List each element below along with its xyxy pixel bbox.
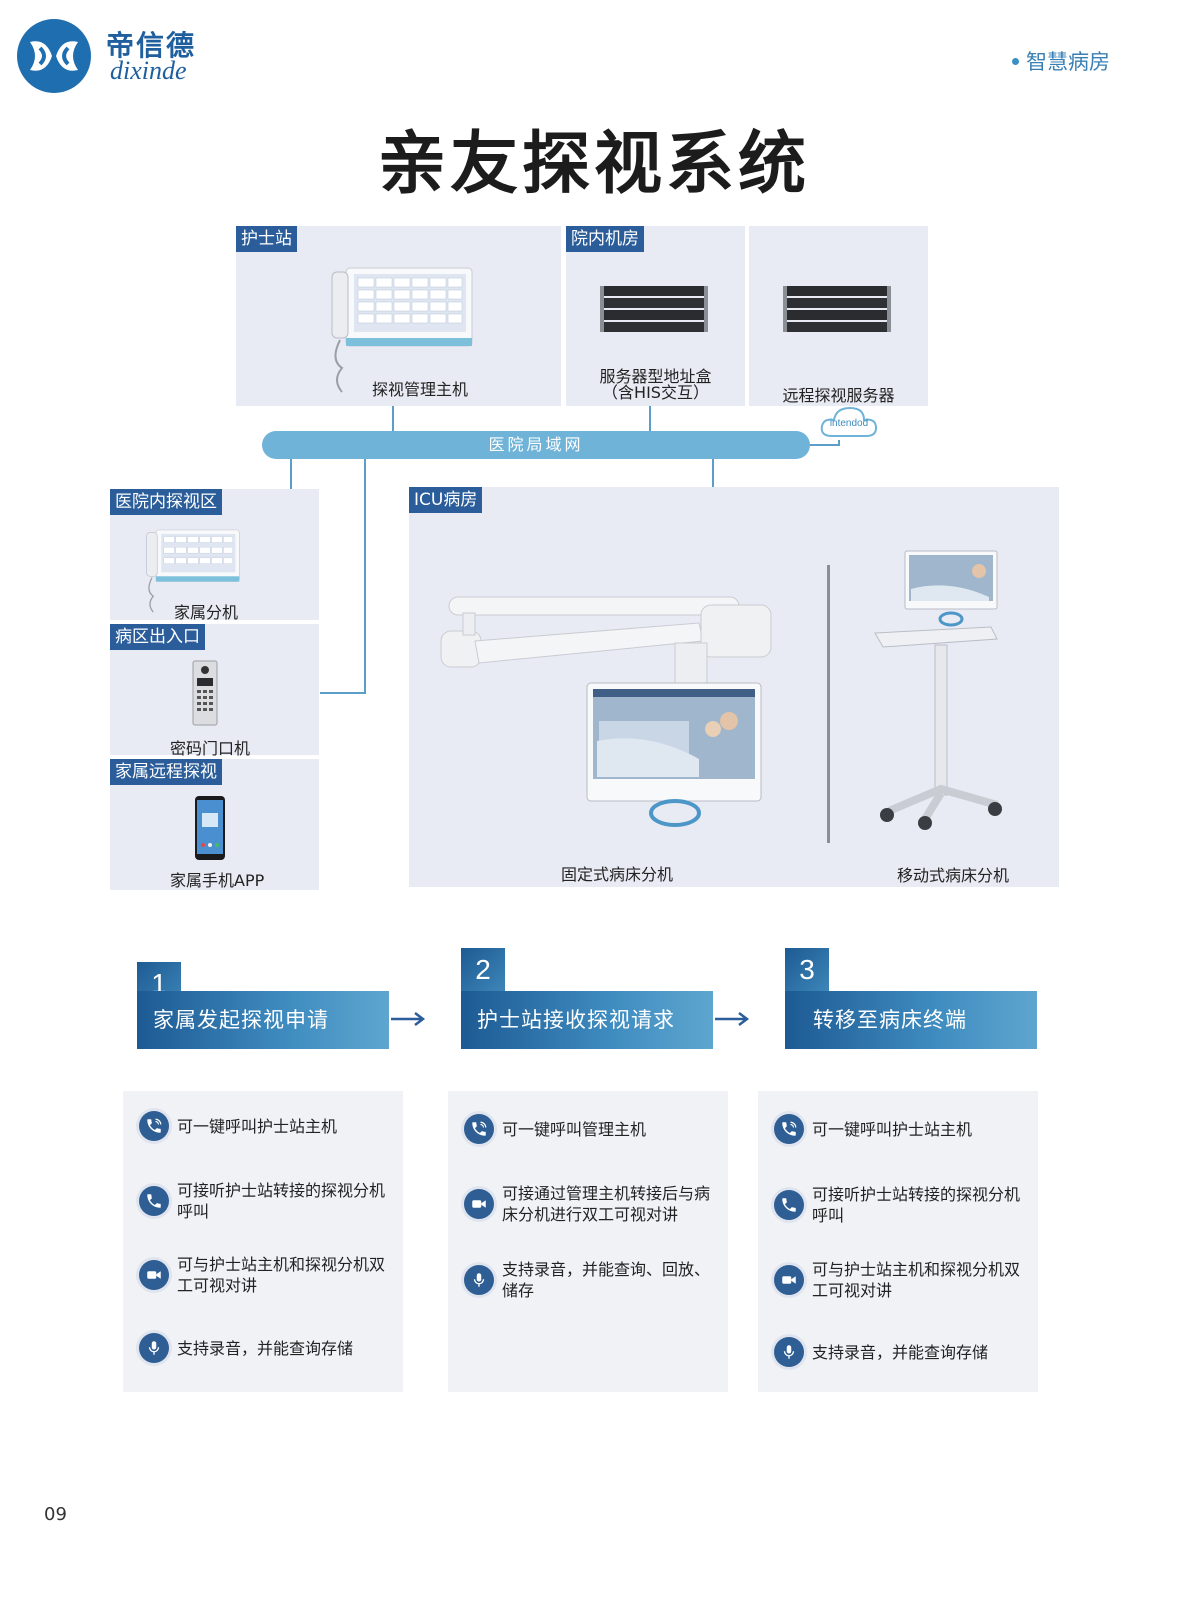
feature-item: 可一键呼叫护士站主机 <box>139 1111 393 1141</box>
step-3-feature-card: 可一键呼叫护士站主机 可接听护士站转接的探视分机呼叫 可与护士站主机和探视分机双… <box>758 1091 1038 1392</box>
server-room-panel: 院内机房 服务器型地址盒 （含HIS交互） <box>566 226 745 406</box>
logo-mark-icon <box>17 19 91 93</box>
microphone-icon <box>774 1337 804 1367</box>
visit-area-tag: 医院内探视区 <box>110 489 222 515</box>
category-label: 智慧病房 <box>1026 50 1110 74</box>
phone-call-icon <box>774 1114 804 1144</box>
door-unit-label: 密码门口机 <box>170 739 251 758</box>
feature-item: 支持录音，并能查询存储 <box>774 1337 1028 1367</box>
brand-logo <box>16 18 92 94</box>
microphone-icon <box>139 1333 169 1363</box>
mobile-bed-terminal-label: 移动式病床分机 <box>897 866 1010 885</box>
connector-nurse <box>392 406 394 432</box>
cloud-icon: intendod <box>818 402 880 442</box>
step-3-number: 3 <box>785 948 829 992</box>
connector-entrance-h <box>320 692 366 694</box>
address-box-label-2: （含HIS交互） <box>602 383 709 402</box>
server-room-tag: 院内机房 <box>566 226 644 252</box>
hospital-lan-label: 医院局域网 <box>488 435 584 454</box>
connector-entrance <box>364 459 366 694</box>
feature-text: 支持录音，并能查询存储 <box>177 1338 354 1358</box>
smartphone-icon <box>195 796 225 860</box>
remote-visit-tag: 家属远程探视 <box>110 759 222 785</box>
hospital-lan-bar: 医院局域网 <box>262 431 810 459</box>
video-icon <box>774 1265 804 1295</box>
cloud-label: intendod <box>829 418 869 429</box>
feature-text: 支持录音，并能查询、回放、储存 <box>502 1260 711 1300</box>
connector-cloud <box>838 440 840 446</box>
management-host-icon <box>331 267 473 393</box>
nurse-station-tag: 护士站 <box>236 226 297 252</box>
step-1-title: 家属发起探视申请 <box>137 991 389 1049</box>
video-icon <box>139 1260 169 1290</box>
phone-icon <box>774 1190 804 1220</box>
server-rack-icon <box>600 286 708 332</box>
phone-call-icon <box>464 1114 494 1144</box>
phone-icon <box>139 1186 169 1216</box>
icu-panel: ICU病房 固定式病床分机 移动式病床分机 <box>409 487 1059 887</box>
arrow-right-icon <box>391 1012 426 1026</box>
mobile-bed-terminal-icon <box>874 550 1002 830</box>
category-dot <box>1012 58 1019 65</box>
remote-visit-panel: 家属远程探视 家属手机APP <box>110 759 319 890</box>
visit-area-panel: 医院内探视区 家属分机 <box>110 489 319 622</box>
feature-item: 可接听护士站转接的探视分机呼叫 <box>774 1184 1028 1226</box>
remote-server-panel: 远程探视服务器 <box>749 226 928 406</box>
feature-item: 可与护士站主机和探视分机双工可视对讲 <box>774 1259 1028 1301</box>
feature-text: 可一键呼叫管理主机 <box>502 1119 647 1139</box>
page-title: 亲友探视系统 <box>377 125 810 204</box>
connector-icu <box>712 459 714 489</box>
microphone-icon <box>464 1265 494 1295</box>
brand-name-cn: 帝信德 <box>106 29 197 62</box>
feature-item: 可与护士站主机和探视分机双工可视对讲 <box>139 1254 393 1296</box>
feature-text: 可与护士站主机和探视分机双工可视对讲 <box>812 1260 1021 1300</box>
feature-text: 可一键呼叫护士站主机 <box>177 1116 338 1136</box>
door-unit-icon <box>192 660 218 726</box>
feature-item: 可一键呼叫管理主机 <box>464 1114 718 1144</box>
remote-server-label: 远程探视服务器 <box>782 386 895 405</box>
feature-item: 支持录音，并能查询、回放、储存 <box>464 1259 718 1301</box>
feature-text: 支持录音，并能查询存储 <box>812 1342 989 1362</box>
server-rack-icon <box>783 286 891 332</box>
nurse-station-panel: 护士站 探视管理主机 <box>236 226 561 406</box>
feature-text: 可与护士站主机和探视分机双工可视对讲 <box>177 1255 386 1295</box>
feature-item: 可一键呼叫护士站主机 <box>774 1114 1028 1144</box>
icu-tag: ICU病房 <box>409 487 483 513</box>
icu-divider <box>827 565 830 843</box>
video-icon <box>464 1189 494 1219</box>
step-2-number: 2 <box>461 948 505 992</box>
ward-entrance-panel: 病区出入口 密码门口机 <box>110 624 319 758</box>
feature-item: 支持录音，并能查询存储 <box>139 1333 393 1363</box>
feature-item: 可接通过管理主机转接后与病床分机进行双工可视对讲 <box>464 1183 718 1225</box>
step-2-title: 护士站接收探视请求 <box>461 991 713 1049</box>
feature-item: 可接听护士站转接的探视分机呼叫 <box>139 1180 393 1222</box>
address-box-label-1: 服务器型地址盒 <box>599 367 712 386</box>
arrow-right-icon <box>715 1012 750 1026</box>
connector-server <box>649 406 651 432</box>
connector-visit-area <box>290 459 292 489</box>
connector-cloud-h <box>808 444 840 446</box>
family-extension-icon <box>146 529 240 613</box>
fixed-bed-terminal-icon <box>440 596 772 827</box>
brand-name-en: dixinde <box>110 56 187 85</box>
management-host-label: 探视管理主机 <box>372 380 469 399</box>
ward-entrance-tag: 病区出入口 <box>110 624 205 650</box>
fixed-bed-terminal-label: 固定式病床分机 <box>561 865 674 884</box>
phone-call-icon <box>139 1111 169 1141</box>
feature-text: 可接通过管理主机转接后与病床分机进行双工可视对讲 <box>502 1184 711 1224</box>
mobile-app-label: 家属手机APP <box>170 871 265 890</box>
page-number: 09 <box>44 1504 67 1525</box>
step-2-feature-card: 可一键呼叫管理主机 可接通过管理主机转接后与病床分机进行双工可视对讲 支持录音，… <box>448 1091 728 1392</box>
step-1-feature-card: 可一键呼叫护士站主机 可接听护士站转接的探视分机呼叫 可与护士站主机和探视分机双… <box>123 1091 403 1392</box>
feature-text: 可接听护士站转接的探视分机呼叫 <box>177 1181 386 1221</box>
family-extension-label: 家属分机 <box>174 603 239 622</box>
feature-text: 可一键呼叫护士站主机 <box>812 1119 973 1139</box>
step-3-title: 转移至病床终端 <box>785 991 1037 1049</box>
feature-text: 可接听护士站转接的探视分机呼叫 <box>812 1185 1021 1225</box>
